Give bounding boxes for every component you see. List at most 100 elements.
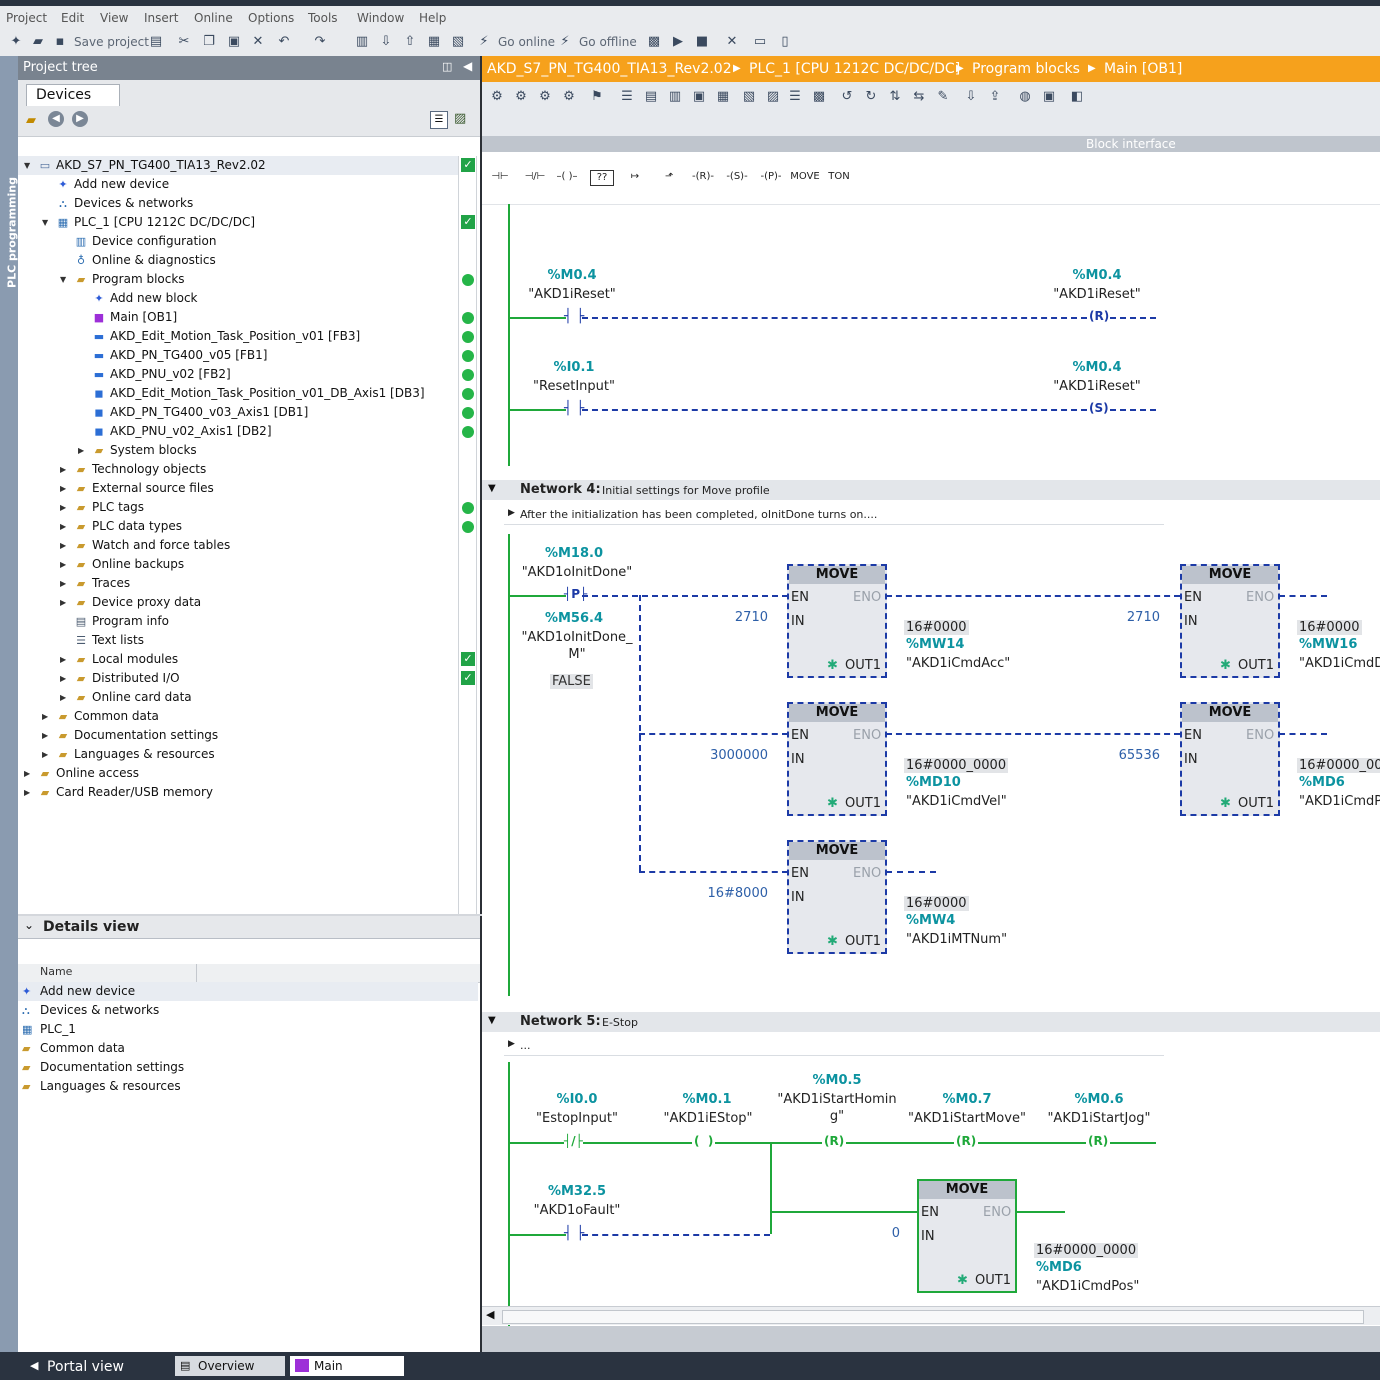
redo-icon[interactable]: ↷ (314, 34, 326, 49)
editor-tool-icon[interactable]: ✎ (937, 89, 949, 104)
menu-window[interactable]: Window (357, 11, 405, 25)
menu-online[interactable]: Online (194, 11, 233, 25)
menu-options[interactable]: Options (248, 11, 295, 25)
tree-item[interactable]: ✦Add new block (18, 289, 458, 308)
save-icon[interactable]: ▪ (55, 34, 65, 49)
details-item[interactable]: ▦PLC_1 (18, 1020, 478, 1039)
tree-item[interactable]: ▬AKD_Edit_Motion_Task_Position_v01 [FB3] (18, 327, 458, 346)
editor-tool-icon[interactable]: ▩ (812, 89, 826, 104)
collapsed-icon[interactable]: ▶ (60, 579, 67, 588)
details-item[interactable]: ⛬Devices & networks (18, 1001, 478, 1020)
no-contact[interactable]: ┤ ├ (564, 1226, 585, 1241)
move-block-1[interactable]: MOVE EN ENO IN ✱ OUT1 (787, 564, 887, 678)
tree-item[interactable]: ▶▰Device proxy data (18, 593, 458, 612)
coil-tag[interactable]: "AKD1iEStop" (663, 1111, 753, 1126)
print-icon[interactable]: ▤ (149, 34, 163, 49)
tree-item[interactable]: ▬AKD_PNU_v02 [FB2] (18, 365, 458, 384)
ton-instruction-button[interactable]: TON (828, 171, 850, 182)
expand-icon[interactable]: ▶ (508, 1039, 515, 1049)
new-folder-icon[interactable]: ▰ (26, 113, 36, 128)
editor-tool-icon[interactable]: ▣ (692, 89, 706, 104)
menu-insert[interactable]: Insert (144, 11, 179, 25)
details-item[interactable]: ✦Add new device (18, 982, 478, 1001)
no-contact-icon[interactable]: ⊣⊢ (491, 171, 509, 182)
move-input-value[interactable]: 2710 (734, 610, 768, 625)
details-toggle-icon[interactable]: ▨ (454, 111, 467, 126)
tree-item[interactable]: ▶▰Online card data (18, 688, 458, 707)
go-offline-icon[interactable]: ⚡ (560, 34, 570, 49)
forward-icon[interactable]: ▶ (72, 111, 88, 127)
editor-tool-icon[interactable]: ⚑ (591, 89, 603, 104)
split-icon[interactable]: ▥ (355, 34, 369, 49)
editor-tool-icon[interactable]: ↺ (841, 89, 853, 104)
editor-tool-icon[interactable]: ▨ (766, 89, 780, 104)
details-column-header[interactable]: Name (18, 964, 480, 983)
tree-item[interactable]: ▶▰Online backups (18, 555, 458, 574)
move-input-value[interactable]: 16#8000 (707, 886, 768, 901)
simulate-icon[interactable]: ▧ (451, 34, 465, 49)
move-output-tag[interactable]: "AKD1iCmdPos" (1036, 1279, 1140, 1294)
tab-overview[interactable]: ▤ Overview (175, 1356, 285, 1376)
collapse-icon[interactable]: ▼ (488, 483, 496, 494)
editor-tool-icon[interactable]: ▦ (716, 89, 730, 104)
contact-tag[interactable]: "EstopInput" (536, 1111, 618, 1126)
pos-edge-icon[interactable]: -(P)- (760, 171, 782, 182)
menu-help[interactable]: Help (419, 11, 447, 25)
no-contact[interactable]: ┤ ├ (564, 401, 585, 416)
contact-tag[interactable]: "AKD1oFault" (533, 1203, 621, 1218)
copy-icon[interactable]: ❐ (203, 34, 215, 49)
tab-main[interactable]: Main (290, 1356, 404, 1376)
set-coil-icon[interactable]: -(S)- (726, 171, 748, 182)
collapse-icon[interactable]: ▼ (488, 1015, 496, 1026)
editor-tool-icon[interactable]: ▣ (1042, 89, 1056, 104)
close-branch-icon[interactable]: ⬏ (664, 171, 674, 182)
details-view-header[interactable]: ⌄ Details view (18, 916, 480, 939)
tree-item[interactable]: ▶▰PLC data types (18, 517, 458, 536)
menu-edit[interactable]: Edit (61, 11, 85, 25)
collapsed-icon[interactable]: ▶ (24, 769, 31, 778)
tree-item[interactable]: ▤Program info (18, 612, 458, 631)
tree-item[interactable]: ⛬Devices & networks (18, 194, 458, 213)
tree-item[interactable]: ▶▰Documentation settings (18, 726, 458, 745)
go-online-button[interactable]: Go online (498, 35, 556, 49)
editor-tool-icon[interactable]: ⇩ (965, 89, 977, 104)
move-block-2[interactable]: MOVE EN ENO IN ✱ OUT1 (1180, 564, 1280, 678)
delete-icon[interactable]: ✕ (252, 34, 264, 49)
stop-cpu-icon[interactable]: ■ (695, 34, 709, 49)
cross-icon[interactable]: ✕ (726, 34, 738, 49)
collapsed-icon[interactable]: ▶ (42, 731, 49, 740)
reset-coil[interactable]: (R) (1087, 309, 1112, 323)
tree-item[interactable]: ▶▰Traces (18, 574, 458, 593)
new-project-icon[interactable]: ✦ (10, 34, 22, 49)
accessible-devices-icon[interactable]: ▩ (647, 34, 661, 49)
scroll-left-icon[interactable]: ◀ (486, 1308, 495, 1321)
output-coil[interactable]: ( ) (692, 1134, 716, 1148)
tree-item[interactable]: ◼AKD_Edit_Motion_Task_Position_v01_DB_Ax… (18, 384, 458, 403)
editor-tool-icon[interactable]: ☰ (621, 89, 633, 104)
coil-tag[interactable]: "AKD1iStartJog" (1047, 1111, 1151, 1126)
tree-item[interactable]: ▶▰System blocks (18, 441, 458, 460)
tree-item[interactable]: ▶▰Languages & resources (18, 745, 458, 764)
menu-tools[interactable]: Tools (308, 11, 338, 25)
move-input-value[interactable]: 65536 (1118, 748, 1160, 763)
collapsed-icon[interactable]: ▶ (60, 503, 67, 512)
editor-tool-icon[interactable]: ⇆ (913, 89, 925, 104)
collapsed-icon[interactable]: ▶ (60, 522, 67, 531)
reset-coil[interactable]: (R) (954, 1134, 979, 1148)
tree-item[interactable]: ▶▰Technology objects (18, 460, 458, 479)
collapsed-icon[interactable]: ▶ (60, 598, 67, 607)
save-project-button[interactable]: Save project (74, 35, 149, 49)
overview-icon[interactable]: ☰ (430, 111, 448, 129)
contact-tag[interactable]: "AKD1oInitDone" (521, 565, 633, 580)
coil-icon[interactable]: –( )– (556, 171, 578, 182)
collapsed-icon[interactable]: ▶ (60, 541, 67, 550)
tree-item[interactable]: ▬AKD_PN_TG400_v05 [FB1] (18, 346, 458, 365)
go-online-icon[interactable]: ⚡ (479, 34, 489, 49)
coil-tag[interactable]: "AKD1iStartMove" (908, 1111, 1026, 1126)
split-vertical-icon[interactable]: ▯ (781, 34, 789, 49)
chevron-down-icon[interactable]: ⌄ (24, 918, 35, 932)
expand-icon[interactable]: ▶ (508, 508, 515, 518)
tree-item[interactable]: ▶▰Local modules (18, 650, 458, 669)
move-output-tag[interactable]: "AKD1iMTNum" (906, 932, 1008, 947)
network-description[interactable]: ▶ After the initialization has been comp… (504, 506, 1164, 525)
